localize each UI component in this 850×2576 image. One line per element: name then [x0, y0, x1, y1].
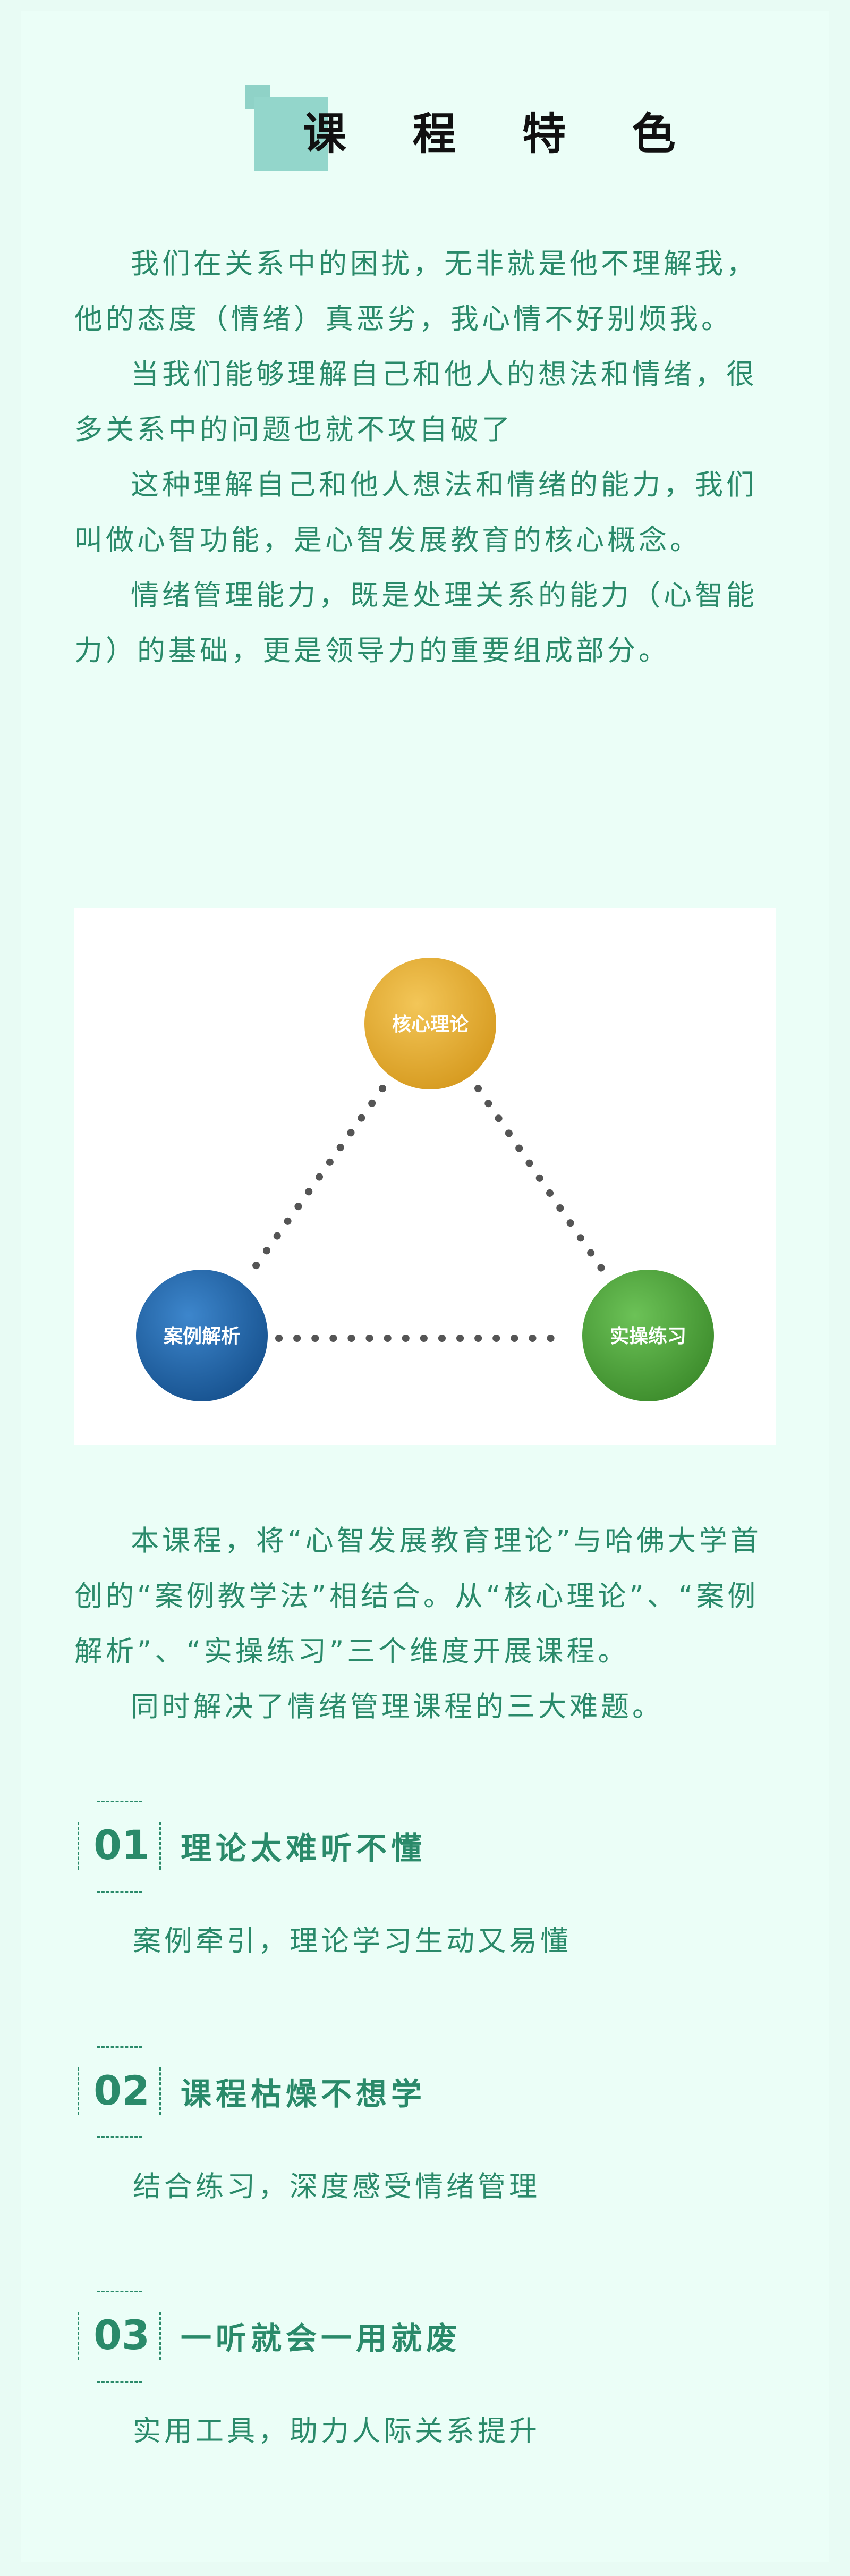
- difficulty-solution: 案例牵引，理论学习生动又易懂: [133, 1925, 572, 1957]
- section-title: 课 程 特 色: [0, 85, 850, 175]
- node-case-analysis: 案例解析: [136, 1270, 268, 1401]
- course-structure-diagram: 核心理论 案例解析 实操练习: [74, 908, 776, 1445]
- dashed-bar-left: [78, 1822, 79, 1870]
- dashed-bar-right: [159, 2067, 161, 2115]
- dashed-bar-left: [78, 2067, 79, 2115]
- page-title: 课 程 特 色: [303, 109, 701, 159]
- dashed-bar-right: [159, 2312, 161, 2360]
- intro-paragraph-2: 当我们能够理解自己和他人的想法和情绪，很多关系中的问题也就不攻自破了: [74, 358, 758, 446]
- dashed-bar-left: [78, 2312, 79, 2360]
- course-text: 本课程，将“心智发展教育理论”与哈佛大学首创的“案例教学法”相结合。从“核心理论…: [74, 1514, 776, 1735]
- dashed-bar-right: [159, 1822, 161, 1870]
- intro-paragraph-4: 情绪管理能力，既是处理关系的能力（心智能力）的基础，更是领导力的重要组成部分。: [74, 579, 758, 667]
- intro-paragraph-3: 这种理解自己和他人想法和情绪的能力，我们叫做心智功能，是心智发展教育的核心概念。: [74, 469, 758, 556]
- course-paragraph-1: 本课程，将“心智发展教育理论”与哈佛大学首创的“案例教学法”相结合。从“核心理论…: [74, 1525, 762, 1668]
- connector-top-right: [474, 1085, 609, 1278]
- course-paragraph-2: 同时解决了情绪管理课程的三大难题。: [131, 1691, 664, 1723]
- difficulty-title: 一听就会一用就废: [181, 2320, 462, 2357]
- intro-paragraph-1: 我们在关系中的困扰，无非就是他不理解我，他的态度（情绪）真恶劣，我心情不好别烦我…: [74, 248, 758, 335]
- node-core-theory-label: 核心理论: [392, 1013, 469, 1035]
- difficulty-solution: 结合练习，深度感受情绪管理: [133, 2170, 540, 2203]
- difficulty-number: 02: [94, 2067, 150, 2114]
- intro-text: 我们在关系中的困扰，无非就是他不理解我，他的态度（情绪）真恶劣，我心情不好别烦我…: [74, 237, 776, 679]
- node-practice-label: 实操练习: [610, 1325, 686, 1347]
- difficulty-solution: 实用工具，助力人际关系提升: [133, 2415, 540, 2447]
- dashed-rule-top: [97, 2046, 142, 2048]
- dashed-rule-top: [97, 2291, 142, 2292]
- difficulty-item-1: 01 理论太难听不懂 案例牵引，理论学习生动又易懂: [74, 1801, 776, 2003]
- connector-top-left: [246, 1085, 386, 1278]
- triangle-diagram: 核心理论 案例解析 实操练习: [136, 958, 714, 1401]
- difficulty-number: 03: [94, 2311, 150, 2359]
- difficulty-title: 课程枯燥不想学: [181, 2076, 427, 2112]
- difficulty-title: 理论太难听不懂: [181, 1830, 427, 1866]
- node-core-theory: 核心理论: [364, 958, 496, 1089]
- title-decoration-large-square: [254, 97, 328, 171]
- difficulty-item-2: 02 课程枯燥不想学 结合练习，深度感受情绪管理: [74, 2046, 776, 2248]
- dashed-rule-bottom: [97, 1891, 142, 1893]
- dashed-rule-bottom: [97, 2381, 142, 2383]
- dashed-rule-bottom: [97, 2136, 142, 2138]
- dashed-rule-top: [97, 1801, 142, 1802]
- difficulty-item-3: 03 一听就会一用就废 实用工具，助力人际关系提升: [74, 2291, 776, 2493]
- node-practice: 实操练习: [582, 1270, 714, 1401]
- difficulty-number: 01: [94, 1821, 150, 1869]
- node-case-analysis-label: 案例解析: [164, 1325, 240, 1347]
